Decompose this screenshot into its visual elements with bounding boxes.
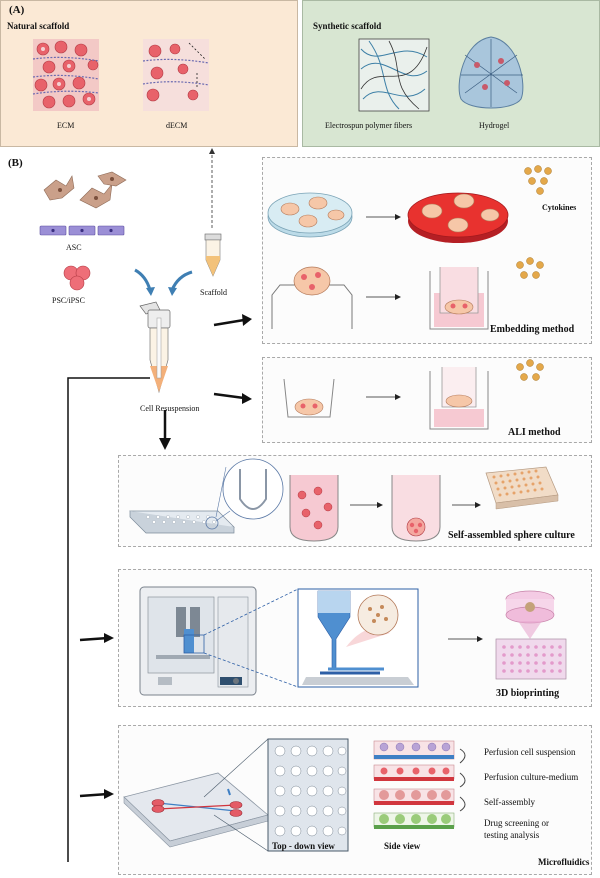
asc-label: ASC (66, 243, 82, 252)
synthetic-scaffold-panel: Synthetic scaffold Electrospun polymer f… (302, 0, 600, 147)
embedding-method-title: Embedding method (490, 324, 575, 335)
asc-bar-illustration (39, 225, 125, 236)
asc-cells-illustration (43, 171, 127, 209)
panel-a-label: (A) (9, 4, 25, 16)
bioprinting-title: 3D bioprinting (496, 688, 560, 699)
ecm-label: ECM (57, 121, 75, 130)
step-drug-screening: Drug screening or (484, 818, 549, 828)
microfluidics-title: Microfluidics (538, 857, 590, 867)
embedding-illustration (267, 165, 552, 330)
pipette-tube-illustration (139, 301, 171, 394)
decm-label: dECM (166, 121, 188, 130)
bioprinting-illustration (139, 586, 567, 696)
top-down-view-label: Top - down view (272, 841, 335, 851)
psc-cells-illustration (63, 265, 91, 291)
step-perfusion-medium: Perfusion culture-medium (484, 772, 579, 782)
ali-illustration (283, 359, 544, 430)
ali-method-title: ALI method (508, 427, 561, 438)
decm-illustration (142, 39, 210, 111)
side-view-label: Side view (384, 841, 421, 851)
ali-method-box (262, 357, 592, 443)
sphere-culture-illustration (129, 458, 559, 542)
natural-scaffold-panel: (A) Natural scaffold ECM dECM (0, 0, 298, 147)
scaffold-tube-illustration (204, 233, 222, 277)
synthetic-scaffold-title: Synthetic scaffold (313, 21, 382, 31)
step-testing-analysis: testing analysis (484, 830, 540, 840)
sphere-culture-title: Self-assembled sphere culture (448, 530, 575, 541)
embedding-method-box (262, 157, 592, 344)
cell-resuspension-label: Cell Resuspension (140, 404, 200, 413)
natural-scaffold-title: Natural scaffold (7, 21, 70, 31)
step-self-assembly: Self-assembly (484, 797, 535, 807)
scaffold-label: Scaffold (200, 288, 227, 297)
step-perfusion-cell: Perfusion cell suspension (484, 747, 576, 757)
electrospun-fibers-illustration (358, 38, 430, 112)
fibers-label: Electrospun polymer fibers (325, 121, 413, 130)
psc-label: PSC/iPSC (52, 296, 85, 305)
panel-b-label: (B) (8, 157, 23, 169)
hydrogel-illustration (458, 36, 524, 109)
ecm-illustration (32, 39, 100, 111)
microfluidics-chip-illustration (123, 738, 466, 852)
hydrogel-label: Hydrogel (479, 121, 510, 130)
cytokines-label: Cytokines (542, 203, 577, 212)
